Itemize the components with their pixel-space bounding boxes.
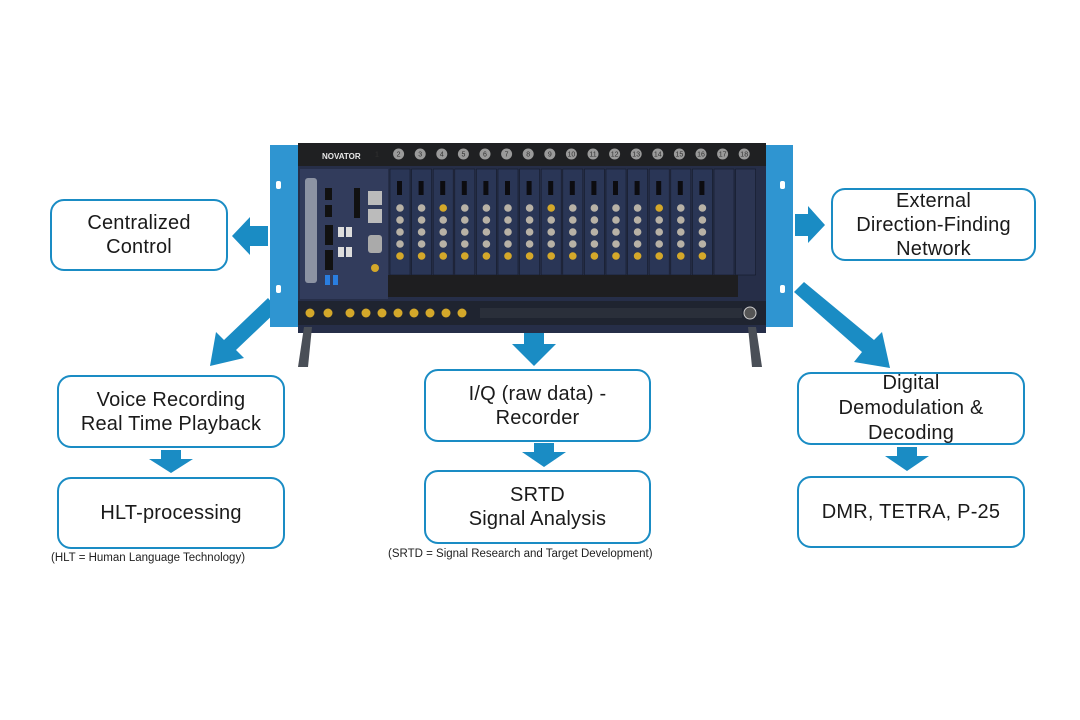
slot-number-marker: [738, 148, 750, 160]
chassis-right-ear: [763, 145, 793, 327]
slot-number-marker: [522, 148, 534, 160]
sma-connector: [345, 308, 355, 318]
sma-connector: [361, 308, 371, 318]
arrow-to-centralized-control: [232, 217, 268, 255]
digital-demodulation-box: Digital Demodulation & Decoding: [797, 372, 1025, 445]
slot-number-marker: [544, 148, 556, 160]
arrow-iq-to-srtd: [522, 443, 566, 467]
slot-number-marker: [587, 148, 599, 160]
slot-number-label: 15: [676, 152, 684, 159]
slot-number-label: 14: [654, 152, 662, 159]
sma-connector: [409, 308, 419, 318]
slot-number-marker: [393, 148, 405, 160]
arrow-to-external-df: [795, 206, 825, 243]
slot-number-label: 10: [568, 152, 576, 159]
instrument-module: [713, 168, 735, 276]
instrument-module: [735, 168, 756, 276]
arrow-to-digital-demod: [794, 282, 890, 368]
slot-number-marker: [695, 148, 707, 160]
chassis-right-foot: [748, 327, 762, 367]
slot-number-label: 8: [526, 152, 530, 159]
sma-connector: [377, 308, 387, 318]
slot-number-label: 16: [697, 152, 705, 159]
slot-number-label: 13: [632, 152, 640, 159]
chassis-left-ear: [270, 145, 300, 327]
arrow-voice-to-hlt: [149, 450, 193, 473]
slot-number-label: 12: [611, 152, 619, 159]
slot-number-label: 6: [483, 152, 487, 159]
dmr-tetra-p25-box: DMR, TETRA, P-25: [797, 476, 1025, 548]
slot-number-label: 2: [397, 152, 401, 159]
slot-number-label: 5: [461, 152, 465, 159]
chassis-left-foot: [298, 327, 312, 367]
slot-number-marker: [414, 148, 426, 160]
slot-number-label: 17: [719, 152, 727, 159]
arrow-to-iq-recorder: [512, 330, 556, 366]
slot-number-marker: [652, 148, 664, 160]
slot-number-marker: [479, 148, 491, 160]
external-df-network-box: External Direction-Finding Network: [831, 188, 1036, 261]
srtd-footnote: (SRTD = Signal Research and Target Devel…: [388, 548, 653, 560]
sma-connector: [441, 308, 451, 318]
slot-number-marker: [501, 148, 513, 160]
slot-number-label: 9: [548, 152, 552, 159]
slot-number-label: 4: [440, 152, 444, 159]
arrow-to-voice-recording: [210, 298, 278, 366]
srtd-signal-analysis-box: SRTD Signal Analysis: [424, 470, 651, 544]
voice-recording-box: Voice Recording Real Time Playback: [57, 375, 285, 448]
sma-connector: [305, 308, 315, 318]
slot-number-label: 1: [375, 152, 379, 159]
slot-number-label: 7: [505, 152, 509, 159]
brand-logo: NOVATOR: [322, 152, 361, 161]
slot-number-label: 18: [740, 152, 748, 159]
slot-number-marker: [673, 148, 685, 160]
arrow-demod-to-dmr: [885, 447, 929, 471]
hlt-footnote: (HLT = Human Language Technology): [51, 552, 246, 564]
hlt-processing-box: HLT-processing: [57, 477, 285, 549]
slot-number-marker: [717, 148, 729, 160]
sma-connector: [393, 308, 403, 318]
slot-number-label: 3: [418, 152, 422, 159]
slot-number-marker: [630, 148, 642, 160]
slot-number-label: 11: [589, 152, 596, 159]
slot-number-marker: [457, 148, 469, 160]
slot-number-marker: [565, 148, 577, 160]
sma-connector: [457, 308, 467, 318]
slot-number-marker: [436, 148, 448, 160]
sma-connector: [323, 308, 333, 318]
slot-number-marker: [609, 148, 621, 160]
iq-recorder-box: I/Q (raw data) - Recorder: [424, 369, 651, 442]
sma-connector: [425, 308, 435, 318]
centralized-control-box: Centralized Control: [50, 199, 228, 271]
